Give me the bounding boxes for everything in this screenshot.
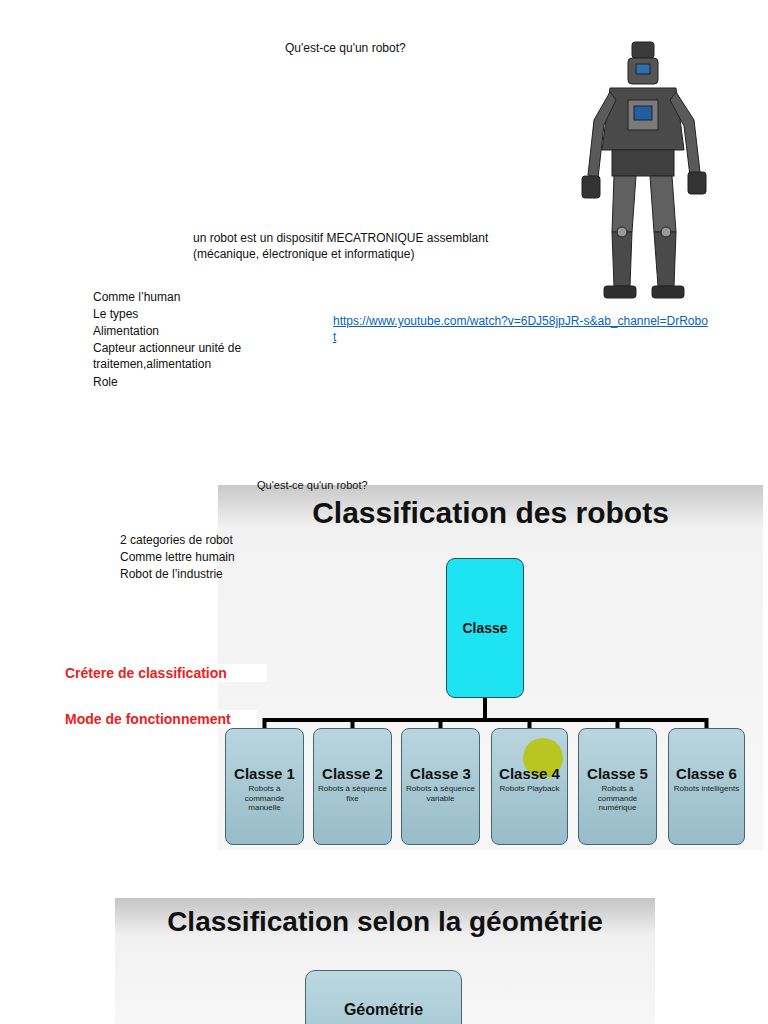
class-box: Classe 1 Robots à commande manuelle xyxy=(225,728,304,845)
geometry-box: Géométrie xyxy=(305,970,462,1024)
class-box: Classe 3 Robots à séquence variable xyxy=(401,728,480,845)
box-subtitle: Robots à commande numérique xyxy=(582,784,653,813)
note-text: Qu'est-ce qu'un robot? xyxy=(285,41,485,57)
root-box: Classe xyxy=(446,558,524,698)
tree-connector xyxy=(485,698,707,728)
box-subtitle: Robots intelligents xyxy=(674,784,739,794)
slide-panel xyxy=(218,485,763,850)
class-box: Classe 6 Robots intelligents xyxy=(668,728,745,845)
box-subtitle: Robots à séquence fixe xyxy=(317,784,388,803)
box-title: Classe 4 xyxy=(499,765,560,782)
box-title: Classe xyxy=(462,620,507,636)
box-title: Classe 5 xyxy=(587,765,648,782)
box-subtitle: Robots à commande manuelle xyxy=(229,784,300,813)
box-title: Classe 6 xyxy=(676,765,737,782)
video-link: https://www.youtube.com/watch?v=6DJ58jpJ… xyxy=(333,314,711,345)
note-text: Comme lettre humain xyxy=(120,550,300,566)
tree-connector xyxy=(485,698,618,728)
note-text: Robot de l’industrie xyxy=(120,567,300,583)
class-box: Classe 5 Robots à commande numérique xyxy=(578,728,657,845)
class-box: Classe 2 Robots à séquence fixe xyxy=(313,728,392,845)
box-title: Classe 2 xyxy=(322,765,383,782)
tree-connector xyxy=(441,698,486,728)
pointer-dot xyxy=(523,738,563,778)
slide-title: Classification selon la géométrie xyxy=(115,904,655,940)
note-text: Role xyxy=(93,375,293,391)
note-text: Qu'est-ce qu'un robot? xyxy=(257,478,437,492)
box-subtitle: Robots Playback xyxy=(499,784,559,794)
note-text: Alimentation xyxy=(93,324,293,340)
criterion-note: Crétere de classification xyxy=(63,664,267,682)
tree-connector xyxy=(353,698,486,728)
note-text: Capteur actionneur unité de traitemen,al… xyxy=(93,341,278,372)
box-title: Géométrie xyxy=(344,1001,423,1019)
box-subtitle: Robots à séquence variable xyxy=(405,784,476,803)
note-text: un robot est un dispositif MECATRONIQUE … xyxy=(193,231,523,262)
slide-panel xyxy=(115,898,655,1024)
tree-connector xyxy=(485,698,530,728)
note-text: Le types xyxy=(93,307,293,323)
box-title: Classe 1 xyxy=(234,765,295,782)
note-text: 2 categories de robot xyxy=(120,533,300,549)
note-text: Comme l’human xyxy=(93,290,293,306)
robot-illustration xyxy=(582,42,706,298)
box-title: Classe 3 xyxy=(410,765,471,782)
criterion-note: Mode de fonctionnement xyxy=(63,710,257,728)
tree-connector xyxy=(265,698,486,728)
slide-title: Classification des robots xyxy=(218,493,763,532)
